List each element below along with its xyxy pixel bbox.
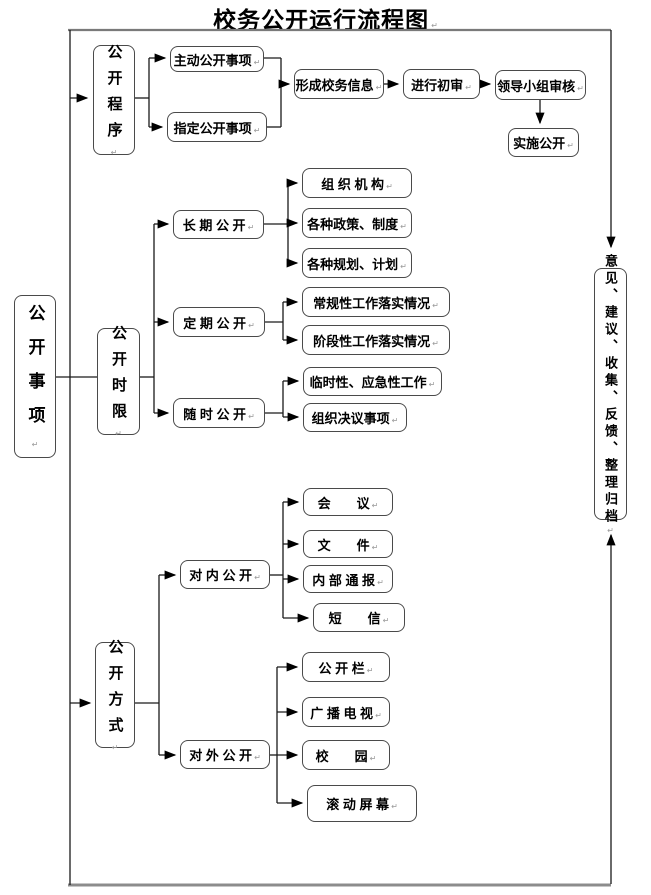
node-feedback-collect-archive: 意见、建议、收集、反馈、整理归档 — [594, 254, 627, 526]
node-document: 文 件 — [303, 530, 393, 558]
node-plans-programs: 各种规划、计划 — [302, 248, 412, 278]
node-meeting: 会 议 — [303, 488, 393, 516]
node-internal-bulletin: 内 部 通 报 — [303, 565, 393, 593]
node-label: 公开时限 — [108, 325, 129, 438]
node-organization-resolutions: 组织决议事项 — [303, 403, 407, 432]
node-active-disclosure: 主动公开事项 — [170, 46, 264, 72]
node-campus: 校 园 — [302, 740, 390, 770]
node-label: 文 件 — [318, 535, 379, 554]
node-label: 常规性工作落实情况 — [313, 293, 439, 312]
page-title: 校务公开运行流程图 — [0, 1, 651, 35]
node-label: 阶段性工作落实情况 — [313, 331, 439, 350]
timeline-connectors — [56, 178, 300, 422]
node-policies-systems: 各种政策、制度 — [302, 208, 412, 238]
methods-connectors — [70, 497, 310, 808]
node-organization: 组 织 机 构 — [302, 168, 412, 198]
node-open-procedure: 公开程序 — [93, 44, 135, 157]
node-label: 对 内 公 开 — [189, 565, 261, 584]
node-bulletin-board: 公 开 栏 — [302, 652, 390, 682]
node-label: 短 信 — [329, 608, 390, 627]
node-open-matters: 公开事项 — [14, 295, 56, 458]
node-implement-disclosure: 实施公开 — [508, 128, 579, 157]
node-label: 随 时 公 开 — [183, 404, 255, 423]
node-open-methods: 公开方式 — [95, 639, 135, 748]
node-label: 公开方式 — [105, 639, 126, 752]
node-periodic-disclosure: 定 期 公 开 — [173, 307, 265, 337]
node-label: 定 期 公 开 — [183, 313, 255, 332]
node-temporary-emergency-work: 临时性、应急性工作 — [303, 367, 442, 396]
node-label: 进行初审 — [411, 75, 472, 94]
node-label: 会 议 — [318, 493, 379, 512]
node-label: 组织决议事项 — [312, 408, 399, 427]
node-external-disclosure: 对 外 公 开 — [180, 740, 270, 769]
node-label: 实施公开 — [513, 133, 574, 152]
node-longterm-disclosure: 长 期 公 开 — [173, 210, 264, 239]
node-label: 滚 动 屏 幕 — [326, 794, 398, 813]
frame-lines — [68, 28, 616, 887]
node-label: 内 部 通 报 — [312, 570, 384, 589]
node-internal-disclosure: 对 内 公 开 — [180, 560, 270, 589]
node-label: 公开程序 — [104, 44, 125, 157]
node-anytime-disclosure: 随 时 公 开 — [173, 398, 265, 428]
node-label: 领导小组审核 — [497, 76, 584, 95]
node-open-timeline: 公开时限 — [97, 325, 140, 438]
node-label: 对 外 公 开 — [189, 745, 261, 764]
procedure-connectors — [70, 53, 545, 132]
node-broadcast-tv: 广 播 电 视 — [302, 697, 390, 727]
node-scrolling-screen: 滚 动 屏 幕 — [307, 785, 417, 822]
node-regular-work-status: 常规性工作落实情况 — [302, 287, 450, 317]
node-label: 形成校务信息 — [296, 75, 383, 94]
page-title-text: 校务公开运行流程图 — [213, 8, 438, 33]
node-stage-work-status: 阶段性工作落实情况 — [302, 325, 450, 355]
node-leader-group-review: 领导小组审核 — [495, 70, 586, 100]
node-label: 主动公开事项 — [174, 50, 261, 69]
node-form-school-info: 形成校务信息 — [294, 69, 384, 99]
node-label: 广 播 电 视 — [310, 703, 382, 722]
node-label: 各种政策、制度 — [307, 214, 407, 233]
node-label: 公开事项 — [23, 304, 48, 449]
node-label: 指定公开事项 — [174, 118, 261, 137]
node-label: 长 期 公 开 — [183, 215, 255, 234]
node-label: 组 织 机 构 — [321, 174, 393, 193]
node-label: 校 园 — [316, 746, 377, 765]
node-label: 各种规划、计划 — [307, 254, 407, 273]
node-label: 意见、建议、收集、反馈、整理归档 — [601, 254, 620, 535]
node-label: 临时性、应急性工作 — [310, 372, 436, 391]
node-initial-review: 进行初审 — [403, 69, 480, 99]
node-label: 公 开 栏 — [319, 658, 374, 677]
node-designated-disclosure: 指定公开事项 — [167, 112, 267, 142]
node-sms: 短 信 — [313, 603, 405, 632]
